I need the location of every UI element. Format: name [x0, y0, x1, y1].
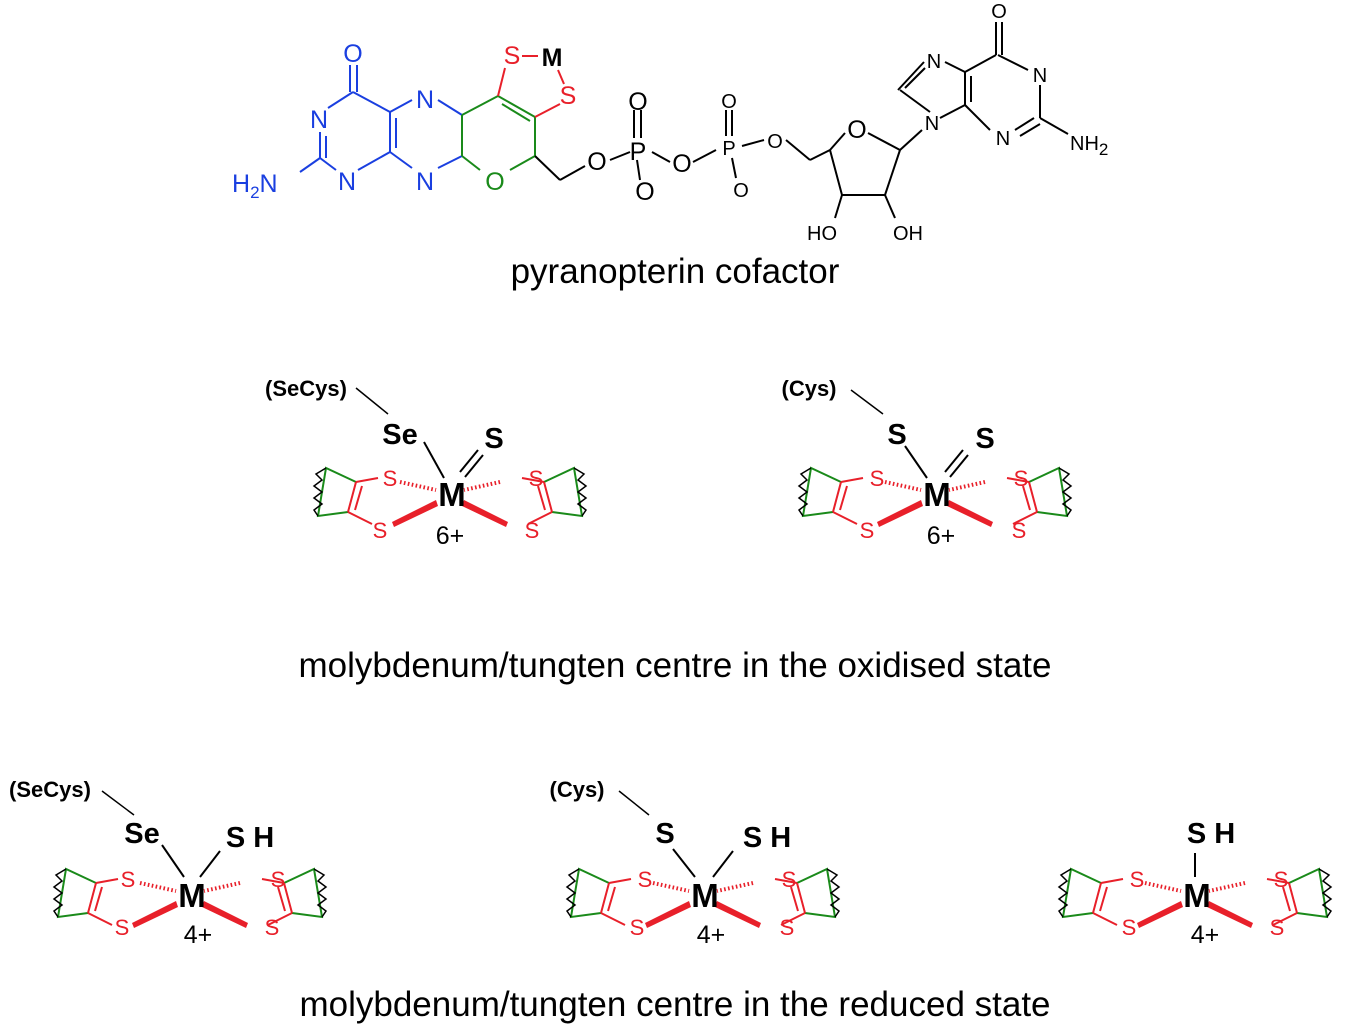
ring-s-label: S — [870, 466, 885, 491]
charge-label: 4+ — [184, 921, 213, 949]
o-p1-bot-label: O — [635, 178, 654, 206]
ring-s-label: S — [121, 867, 136, 892]
o-p1-top-label: O — [628, 88, 647, 116]
ring-s-label: S — [860, 518, 875, 543]
ring-s-label: S — [782, 867, 797, 892]
charge-label: 6+ — [927, 522, 956, 550]
terminal-label: S — [484, 423, 503, 455]
ring-s-label: S — [525, 518, 540, 543]
ring-s-label: S — [265, 915, 280, 940]
dithiolene-bonds — [497, 55, 565, 118]
metal-label: M — [923, 476, 951, 513]
metal-label: M — [691, 877, 719, 914]
g-nh2-label: NH2 — [1070, 133, 1108, 159]
terminal-label: S H — [226, 822, 274, 854]
g-n7-label: N — [927, 51, 941, 73]
oxidised-caption: molybdenum/tungten centre in the oxidise… — [299, 646, 1052, 685]
p1-label: P — [630, 138, 647, 166]
m-label: M — [542, 44, 563, 72]
donor-label: Se — [382, 419, 417, 451]
ring-s-label: S — [383, 466, 398, 491]
o-p2-top-label: O — [721, 91, 737, 113]
donor-label: S — [655, 818, 674, 850]
ligand-label: (SeCys) — [265, 376, 347, 401]
p2-label: P — [722, 138, 735, 160]
reduced-centre-secys: S S S S M 4+ Se S H (SeCys) — [9, 777, 328, 949]
terminal-label: S H — [1187, 818, 1235, 850]
o-pyran-label: O — [485, 168, 504, 196]
metal-label: M — [178, 877, 206, 914]
s-top-label: S — [504, 42, 521, 70]
ring-s-label: S — [529, 466, 544, 491]
ring-s-label: S — [1130, 867, 1145, 892]
n-bottom-label: N — [338, 168, 356, 196]
metal-label: M — [438, 476, 466, 513]
reduced-centre-sh: S S S S M 4+ S H — [1057, 818, 1333, 949]
n-left-label: N — [310, 106, 328, 134]
linker-bonds — [534, 22, 1069, 219]
o-link-label: O — [587, 148, 606, 176]
ring-s-label: S — [630, 915, 645, 940]
o-keto-label: O — [343, 40, 362, 68]
ring-s-label: S — [1274, 867, 1289, 892]
o-p2-bot-label: O — [733, 180, 749, 202]
donor-label: Se — [124, 818, 159, 850]
o-ribose-label: O — [847, 116, 866, 144]
pterin-bonds — [299, 65, 463, 173]
donor-label: S — [887, 419, 906, 451]
pyranopterin-structure: O N N N N H2N O S M S O P O O O P O O O … — [232, 1, 1108, 291]
g-n9-label: N — [925, 113, 939, 135]
ligand-label: (Cys) — [781, 376, 836, 401]
pyran-bonds — [461, 95, 536, 171]
g-o6-label: O — [991, 1, 1007, 23]
charge-label: 4+ — [1191, 921, 1220, 949]
terminal-label: S — [975, 423, 994, 455]
ring-s-label: S — [115, 915, 130, 940]
s-right-label: S — [560, 82, 577, 110]
charge-label: 4+ — [697, 921, 726, 949]
o-bridge-label: O — [672, 150, 691, 178]
oxidised-centre-secys: S S S S M 6+ Se S (SeCys) — [265, 376, 588, 550]
ring-s-label: S — [271, 867, 286, 892]
ring-s-label: S — [780, 915, 795, 940]
g-n1-label: N — [1033, 65, 1047, 87]
oxidised-centre-cys: S S S S M 6+ S S (Cys) — [781, 376, 1073, 550]
metal-label: M — [1183, 877, 1211, 914]
terminal-label: S H — [743, 822, 791, 854]
ring-s-label: S — [1270, 915, 1285, 940]
pyranopterin-caption: pyranopterin cofactor — [511, 252, 840, 291]
ho-label: HO — [807, 223, 837, 245]
o-p2-right-label: O — [767, 131, 783, 153]
n-bottom2-label: N — [416, 168, 434, 196]
charge-label: 6+ — [436, 522, 465, 550]
ligand-label: (SeCys) — [9, 777, 91, 802]
oh-label: OH — [893, 223, 923, 245]
reduced-caption: molybdenum/tungten centre in the reduced… — [299, 985, 1050, 1024]
g-n3-label: N — [996, 128, 1010, 150]
n-top-label: N — [416, 86, 434, 114]
ring-s-label: S — [638, 867, 653, 892]
h2n-label: H2N — [232, 170, 278, 202]
ring-s-label: S — [1014, 466, 1029, 491]
reduced-centre-cys: S S S S M 4+ S S H (Cys) — [549, 777, 841, 949]
ligand-label: (Cys) — [549, 777, 604, 802]
ring-s-label: S — [1012, 518, 1027, 543]
ring-s-label: S — [373, 518, 388, 543]
ring-s-label: S — [1122, 915, 1137, 940]
